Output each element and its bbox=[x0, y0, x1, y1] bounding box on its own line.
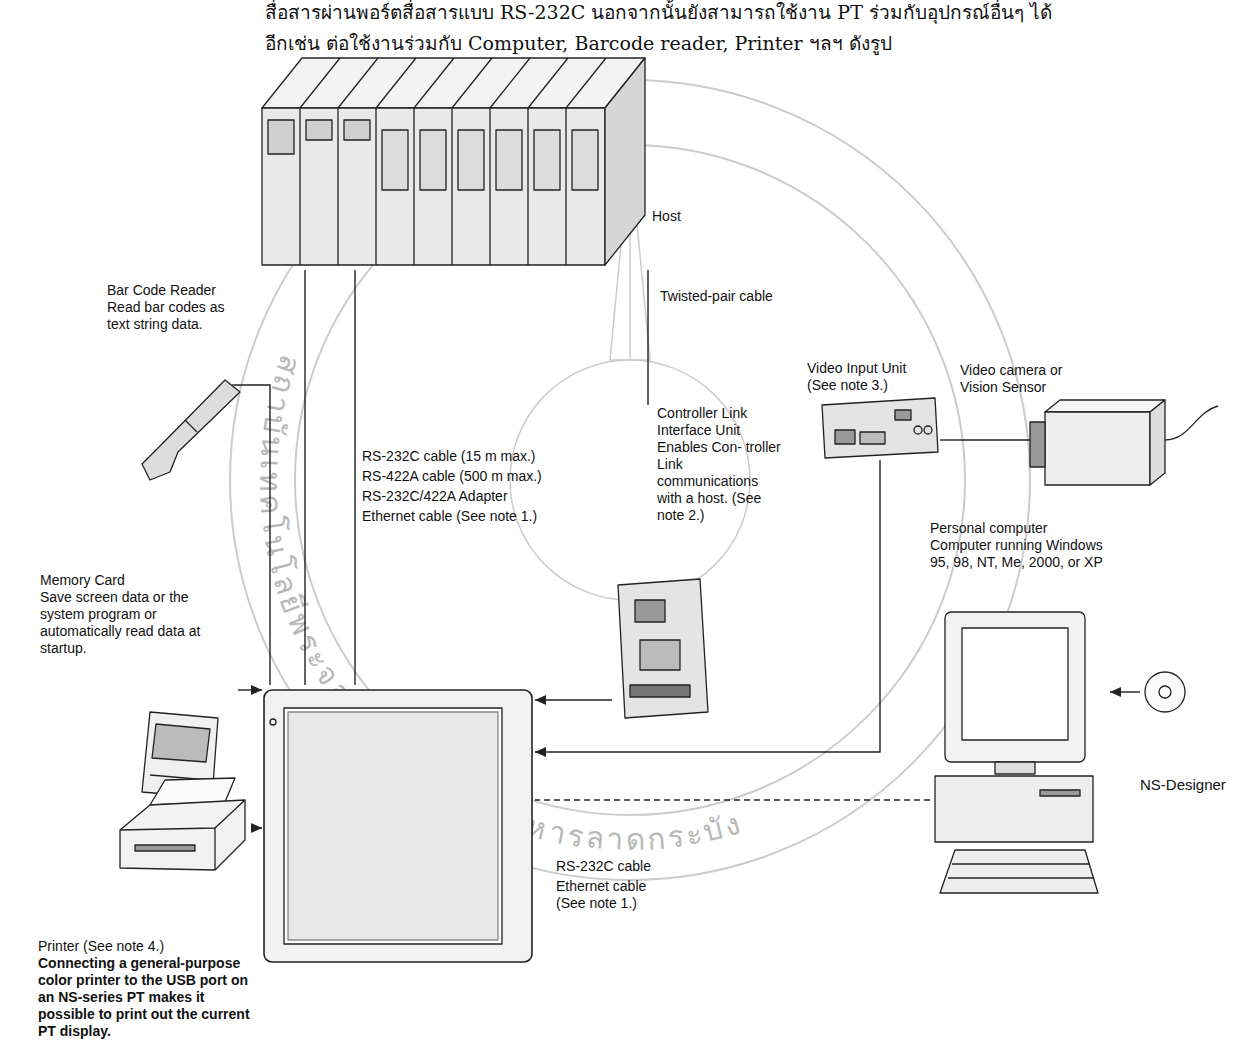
cable-line bbox=[235, 385, 270, 685]
plc-host bbox=[262, 58, 645, 265]
host-node: Host bbox=[258, 56, 683, 270]
arrow-head bbox=[1110, 687, 1121, 697]
cable-line bbox=[940, 439, 958, 440]
device-description: Save screen data or the system program o… bbox=[40, 589, 208, 657]
programmable-terminal bbox=[264, 690, 532, 962]
cable-connector bbox=[305, 270, 306, 685]
cable-connector bbox=[355, 270, 356, 685]
cable-connector bbox=[238, 685, 262, 695]
device-description: Connecting a general-purpose color print… bbox=[38, 955, 260, 1040]
arrow-head bbox=[251, 823, 262, 833]
cable-connector bbox=[251, 823, 262, 833]
device-description: Enables Con- troller Link communications… bbox=[657, 439, 785, 524]
device-label: Personal computer bbox=[930, 520, 1108, 537]
cable-label: RS-232C cable bbox=[556, 858, 651, 875]
device-label: Host bbox=[652, 208, 683, 225]
device-description: Read bar codes as text string data. bbox=[107, 299, 233, 333]
printer-node: Printer (See note 4.)Connecting a genera… bbox=[36, 800, 260, 1045]
cable-label: RS-232C cable (15 m max.) bbox=[362, 448, 536, 465]
intro-text: อีกเช่น ต่อใช้งานร่วมกับ Computer, Barco… bbox=[265, 31, 892, 55]
device-description: Computer running Windows 95, 98, NT, Me,… bbox=[930, 537, 1108, 571]
cable-line bbox=[535, 699, 612, 700]
cable-line bbox=[647, 270, 648, 405]
arrow-head bbox=[251, 685, 262, 695]
barcode-reader bbox=[142, 380, 240, 480]
device-label: Memory Card bbox=[40, 572, 208, 589]
controller-link-board bbox=[618, 579, 708, 718]
arrow-head bbox=[535, 747, 546, 757]
video-input-board bbox=[822, 398, 938, 458]
cable-connector bbox=[535, 800, 930, 801]
device-label: Video camera or Vision Sensor bbox=[960, 362, 1090, 396]
cable-label: Ethernet cable (See note 1.) bbox=[362, 508, 537, 525]
terminal-node bbox=[262, 685, 535, 965]
video-input-node: Video Input Unit (See note 3.) bbox=[805, 360, 940, 460]
memory-card-node: Memory CardSave screen data or the syste… bbox=[38, 572, 238, 797]
cable-connector bbox=[1110, 687, 1140, 697]
device-label: NS-Designer bbox=[1140, 776, 1250, 794]
cable-line bbox=[354, 270, 355, 685]
personal-computer bbox=[935, 612, 1098, 893]
device-label: Bar Code Reader bbox=[107, 282, 233, 299]
cable-line bbox=[304, 270, 305, 685]
software-node: NS-Designer bbox=[1140, 668, 1252, 803]
cable-connector bbox=[648, 270, 649, 405]
printer bbox=[120, 778, 245, 870]
computer-node: Personal computerComputer running Window… bbox=[930, 520, 1110, 898]
cable-line bbox=[535, 799, 930, 800]
camera-node: Video camera or Vision Sensor bbox=[958, 362, 1173, 512]
cable-label: RS-422A cable (500 m max.) bbox=[362, 468, 542, 485]
video-camera bbox=[958, 400, 1218, 485]
arrow-head bbox=[535, 695, 546, 705]
intro-text: สื่อสารผ่านพอร์ตสื่อสารแบบ RS-232C นอกจา… bbox=[265, 0, 1052, 24]
device-label: Controller Link Interface Unit bbox=[657, 405, 785, 439]
device-label: Video Input Unit (See note 3.) bbox=[807, 360, 937, 394]
cable-connector bbox=[940, 440, 958, 441]
cable-label: RS-232C/422A Adapter bbox=[362, 488, 508, 505]
cable-label: Twisted-pair cable bbox=[660, 288, 773, 305]
barcode-node: Bar Code ReaderRead bar codes as text st… bbox=[105, 282, 235, 482]
cable-connector bbox=[235, 385, 270, 685]
device-label: Printer (See note 4.) bbox=[38, 938, 260, 955]
cd-rom bbox=[1145, 672, 1185, 712]
cable-connector bbox=[535, 695, 612, 705]
controller-link-node: Controller Link Interface UnitEnables Co… bbox=[612, 405, 787, 717]
cable-label: Ethernet cable (See note 1.) bbox=[556, 878, 666, 912]
